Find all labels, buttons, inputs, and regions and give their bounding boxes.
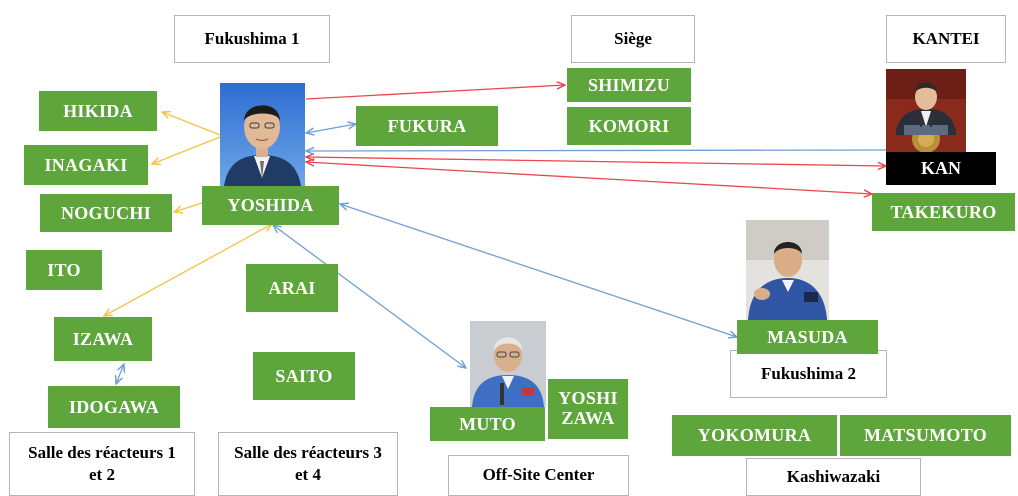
- yoshida-portrait: [220, 83, 305, 186]
- person-izawa: IZAWA: [54, 317, 152, 361]
- arrow-yoshida-hikida: [162, 112, 221, 136]
- group-fukushima1: Fukushima 1: [174, 15, 330, 63]
- arrow-takekuro-yoshida: [306, 162, 872, 194]
- muto-portrait: [470, 321, 546, 407]
- person-takekuro: TAKEKURO: [872, 193, 1015, 231]
- group-kantei: KANTEI: [886, 15, 1006, 63]
- arrow-yoshida-muto: [273, 225, 466, 368]
- group-off-site-center: Off-Site Center: [448, 455, 629, 496]
- arrow-kan-yoshida: [306, 157, 886, 166]
- person-komori: KOMORI: [567, 107, 691, 145]
- arrow-yoshida-shimizu: [305, 85, 565, 100]
- person-ito: ITO: [26, 250, 102, 290]
- group-fukushima2: Fukushima 2: [730, 350, 887, 398]
- group-kashiwazaki: Kashiwazaki: [746, 458, 921, 496]
- group-salle-3-4: Salle des réacteurs 3 et 4: [218, 432, 398, 496]
- person-arai: ARAI: [246, 264, 338, 312]
- person-yokomura: YOKOMURA: [672, 415, 837, 456]
- person-inagaki: INAGAKI: [24, 145, 148, 185]
- person-yoshida: YOSHIDA: [202, 186, 339, 225]
- arrow-izawa-idogawa: [116, 364, 124, 384]
- person-matsumoto: MATSUMOTO: [840, 415, 1011, 456]
- person-saito: SAITO: [253, 352, 355, 400]
- person-muto: MUTO: [430, 407, 545, 441]
- kan-portrait: [886, 69, 966, 152]
- person-hikida: HIKIDA: [39, 91, 157, 131]
- person-noguchi: NOGUCHI: [40, 194, 172, 232]
- arrow-yoshida-inagaki: [152, 136, 221, 164]
- masuda-portrait: [746, 220, 829, 320]
- person-kan: KAN: [886, 152, 996, 185]
- person-yoshizawa: YOSHI ZAWA: [548, 379, 628, 439]
- arrow-yoshida-izawa: [104, 224, 272, 316]
- arrow-yoshida-masuda: [340, 204, 737, 337]
- person-masuda: MASUDA: [737, 320, 878, 354]
- arrow-yoshida-fukura: [306, 124, 356, 133]
- arrow-yoshida-noguchi: [174, 202, 203, 212]
- person-shimizu: SHIMIZU: [567, 68, 691, 102]
- arrow-yoshida-kantei: [306, 150, 887, 151]
- person-fukura: FUKURA: [356, 106, 498, 146]
- person-idogawa: IDOGAWA: [48, 386, 180, 428]
- group-salle-1-2: Salle des réacteurs 1 et 2: [9, 432, 195, 496]
- group-siege: Siège: [571, 15, 695, 63]
